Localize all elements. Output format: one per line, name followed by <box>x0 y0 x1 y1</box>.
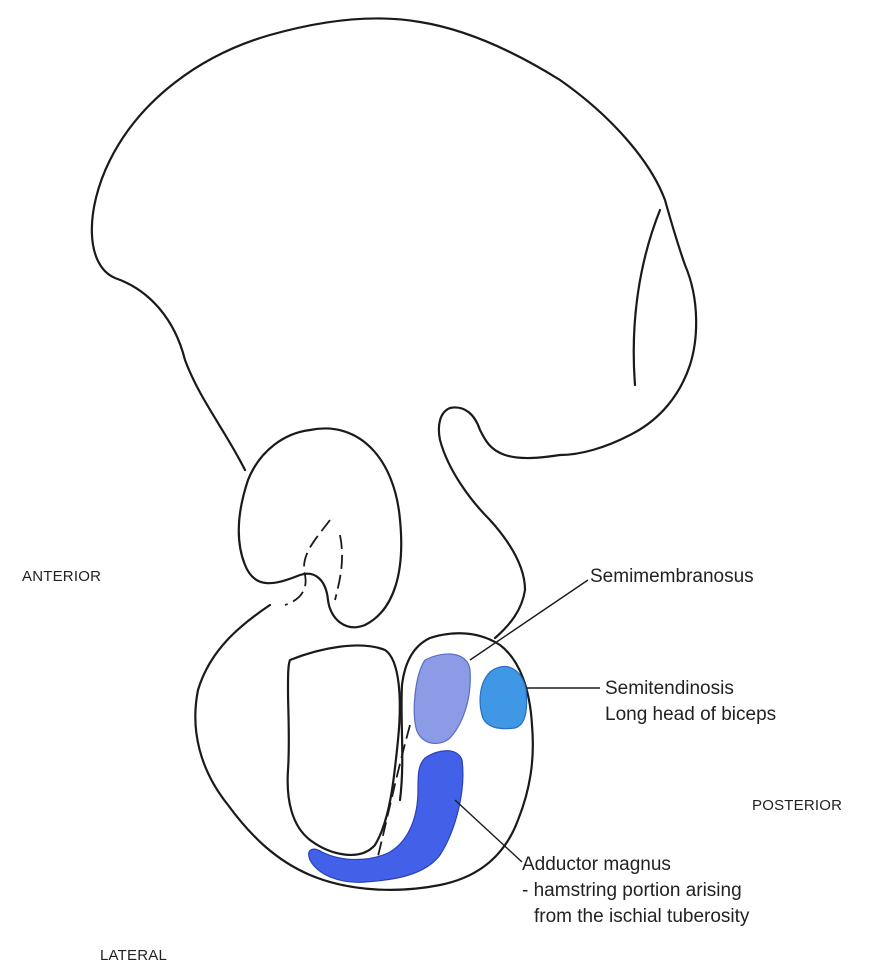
semimembranosus-leader <box>470 580 588 660</box>
acetabular-notch-dashed-2 <box>335 535 342 600</box>
lateral-label: LATERAL <box>100 947 167 964</box>
biceps-label: Long head of biceps <box>605 702 776 728</box>
ischium-outline <box>195 605 533 890</box>
obturator-foramen <box>288 645 400 854</box>
adductor-line2: from the ischial tuberosity <box>534 904 749 930</box>
adductor-line1: - hamstring portion arising <box>522 878 742 904</box>
acetabulum-outline <box>239 428 401 627</box>
semitendinosis-label: Semitendinosis <box>605 676 734 702</box>
adductor-leader <box>455 800 522 862</box>
acetabular-notch-dashed <box>285 520 330 605</box>
adductor-title: Adductor magnus <box>522 852 671 878</box>
semitendinosis-area <box>480 666 527 728</box>
ilium-outline <box>92 18 696 638</box>
iliac-crest-inner <box>634 210 660 385</box>
semimembranosus-label: Semimembranosus <box>590 564 754 590</box>
semimembranosus-area <box>414 654 470 743</box>
anterior-label: ANTERIOR <box>22 568 101 585</box>
posterior-label: POSTERIOR <box>752 797 842 814</box>
